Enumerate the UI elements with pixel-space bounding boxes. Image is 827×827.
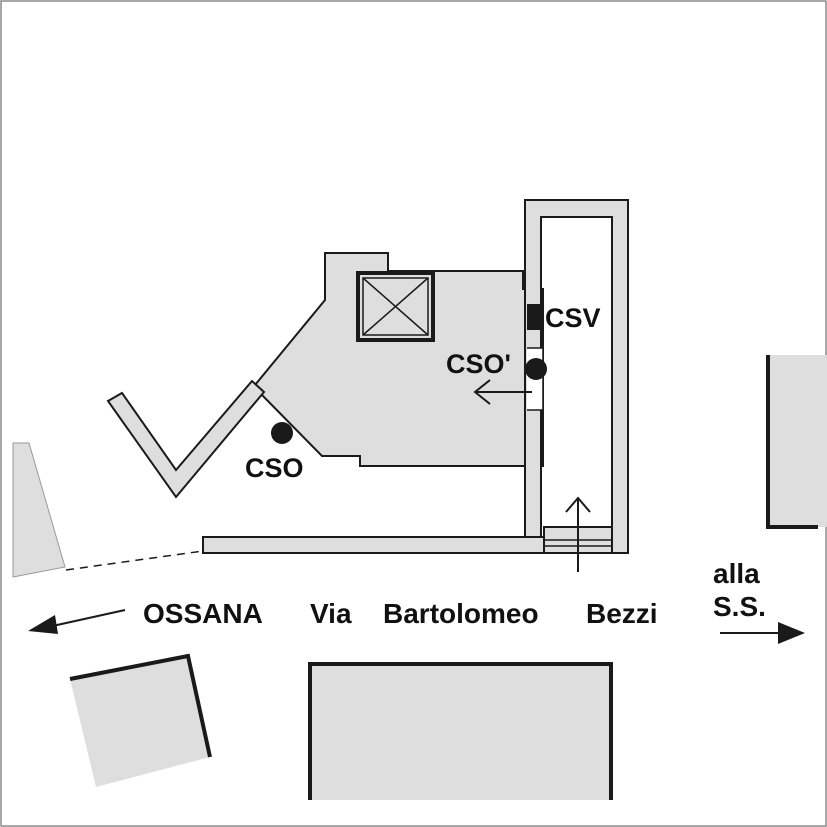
cso-prime-label: CSO': [446, 349, 511, 379]
cso-label: CSO: [245, 453, 304, 483]
cso-prime-marker: [525, 358, 547, 380]
left-arrow-icon: [473, 379, 532, 405]
street-name-label-2: Bezzi: [586, 598, 658, 629]
bottom-center-building-edge: [308, 662, 613, 800]
ossana-arrow-icon: [47, 609, 126, 628]
bottom-left-building-edge: [69, 653, 212, 758]
dashed-boundary: [65, 550, 204, 571]
ossana-arrowhead-icon: [28, 615, 58, 634]
bottom-left-building: [70, 656, 210, 787]
left-building: [12, 442, 66, 578]
csv-marker: [527, 304, 541, 330]
ss-arrowhead-icon: [778, 622, 805, 644]
destination-label-line-2: S.S.: [713, 591, 766, 622]
ossana-label: OSSANA: [143, 598, 263, 629]
right-building: [768, 355, 827, 527]
street-via-label: Via: [310, 598, 352, 629]
destination-label-line-1: alla: [713, 558, 760, 589]
boundary-wall: [202, 536, 551, 554]
street-name-label-1: Bartolomeo: [383, 598, 539, 629]
cso-marker: [271, 422, 293, 444]
csv-label: CSV: [545, 303, 601, 333]
v-shaped-wall: [106, 379, 266, 499]
crossed-box: [356, 271, 435, 342]
up-arrow-icon: [565, 496, 591, 572]
right-building-edge: [766, 355, 818, 529]
bottom-center-building: [310, 664, 611, 800]
